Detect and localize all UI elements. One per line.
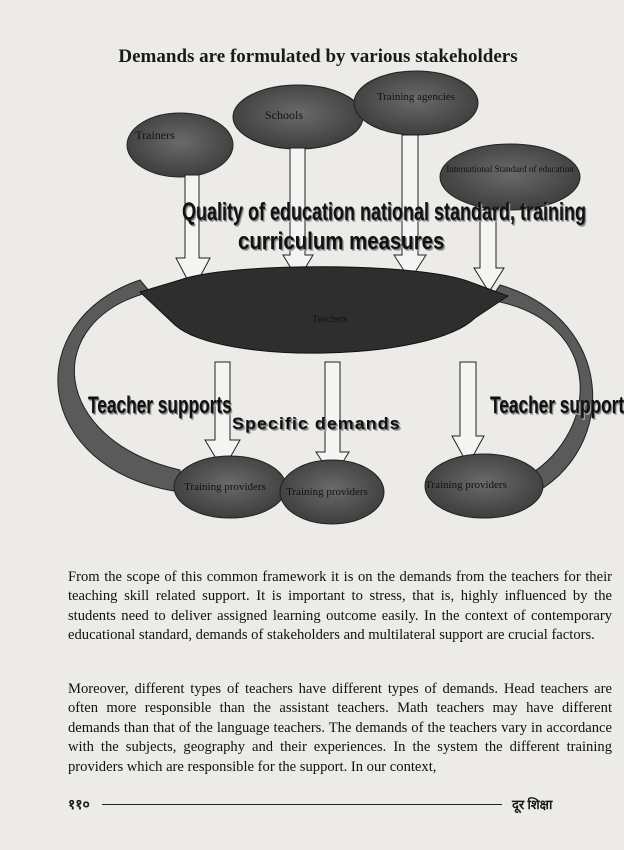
label-schools: Schools <box>265 108 303 122</box>
journal-name: दूर शिक्षा <box>512 797 553 812</box>
specific-demands-label: Specific demands <box>232 414 401 433</box>
label-provider-2: Training providers <box>286 486 368 498</box>
ellipse-provider-3 <box>424 453 544 519</box>
teacher-supports-left: Teacher supports <box>88 392 232 419</box>
diagram-title: Demands are formulated by various stakeh… <box>118 46 518 67</box>
stakeholder-diagram: Trainers Schools Training agencies Inter… <box>57 70 593 525</box>
ellipse-trainers <box>126 112 234 178</box>
ellipse-agencies <box>353 70 479 136</box>
ellipse-provider-2 <box>279 459 385 525</box>
label-provider-1: Training providers <box>184 481 266 493</box>
arrow-teachers-to-provider-1 <box>204 361 241 471</box>
page-number: ११० <box>68 798 90 813</box>
arrow-trainers-to-teachers <box>175 174 211 292</box>
arrow-teachers-to-provider-3 <box>451 361 485 467</box>
footer-rule <box>102 804 502 805</box>
overlay-quality-text: Quality of education national standard, … <box>182 198 587 226</box>
arrow-agencies-to-teachers <box>393 134 427 281</box>
teachers-shape <box>139 266 510 354</box>
label-provider-3: Training providers <box>425 479 507 491</box>
teacher-supports-right: Teacher supports <box>490 392 624 419</box>
label-international: International Standard of education <box>446 164 574 174</box>
ellipse-international <box>439 143 581 211</box>
down-arrows <box>175 134 505 479</box>
label-teachers: Teachers <box>312 314 347 325</box>
paragraph-2: Moreover, different types of teachers ha… <box>68 681 612 775</box>
label-trainers: Trainers <box>135 128 175 142</box>
label-agencies: Training agencies <box>377 91 455 103</box>
arrow-international-to-teachers <box>473 209 505 293</box>
paragraph-1: From the scope of this common framework … <box>68 569 612 644</box>
overlay-curriculum-text: curriculum measures <box>238 228 445 255</box>
